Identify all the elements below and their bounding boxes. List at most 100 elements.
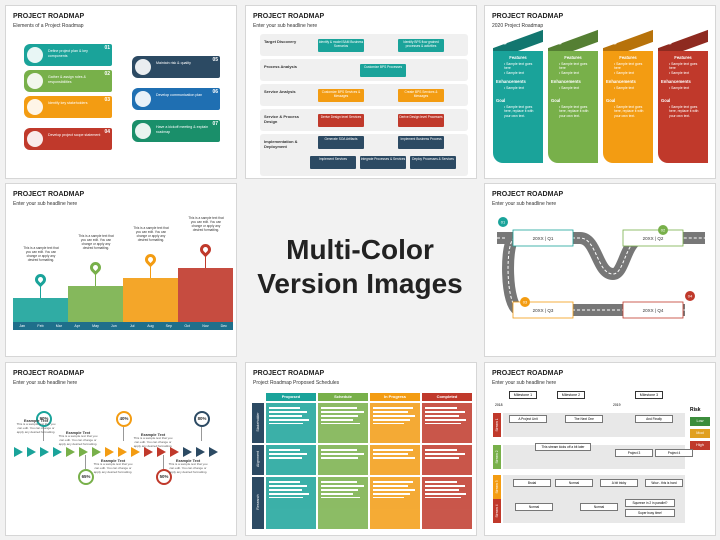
element-number: 07: [212, 121, 218, 127]
element-item: Define project plan & key components 01: [24, 44, 112, 66]
text-line-placeholder: [269, 449, 300, 451]
gantt-bar: Normal: [580, 503, 618, 511]
gantt-bar: A bit tricky: [600, 479, 638, 487]
milestone-label: Milestone 2: [557, 391, 585, 399]
column-header: Schedule: [318, 393, 368, 401]
step-note: This is a sample text that you can edit.…: [23, 246, 59, 262]
stream-label: Stream 3: [495, 480, 499, 494]
row-label: Process Analysis: [264, 64, 297, 69]
month-label: Sep: [165, 324, 172, 328]
features-bullet: • Sample text goes here: [559, 62, 588, 70]
chevron-icon: [79, 447, 88, 457]
slide-road-roadmap[interactable]: PROJECT ROADMAP Enter your sub headline …: [484, 183, 716, 357]
text-line-placeholder: [269, 407, 300, 409]
column-header: Completed: [422, 393, 472, 401]
slide-title: PROJECT ROADMAP: [253, 13, 325, 20]
slide-quarterly-roadmap[interactable]: PROJECT ROADMAP 2020 Project Roadmap Q1 …: [484, 5, 716, 179]
text-line-placeholder: [425, 453, 465, 455]
goal-label: Goal: [496, 98, 506, 103]
slide-subtitle: Enter your sub headline here: [492, 380, 557, 386]
text-line-placeholder: [321, 415, 359, 417]
table-cell: [266, 403, 316, 443]
gantt-bar: Normal: [555, 479, 593, 487]
slide-gantt-streams[interactable]: PROJECT ROADMAP Enter your sub headline …: [484, 362, 716, 536]
chevron-icon: [105, 447, 114, 457]
element-text: Identify key stakeholders: [48, 101, 88, 105]
gantt-bar: Project 3: [615, 449, 653, 457]
table-cell: [370, 403, 420, 443]
goal-text: • Sample text goes here, replace it with…: [614, 105, 644, 118]
element-text: Have a kickoff meeting & explain roadmap: [156, 125, 209, 134]
pin-number: 04: [688, 294, 693, 299]
slide-title: PROJECT ROADMAP: [13, 191, 85, 198]
milestone-label: Milestone 3: [635, 391, 663, 399]
chevron-icon: [209, 447, 218, 457]
features-bullet: • Sample text: [614, 71, 635, 75]
step-block: [123, 278, 178, 322]
risk-label: Risk: [690, 407, 701, 413]
text-line-placeholder: [321, 485, 365, 487]
text-line-placeholder: [269, 481, 300, 483]
features-label: Features: [674, 55, 692, 60]
text-line-placeholder: [425, 496, 461, 499]
chevron-icon: [144, 447, 153, 457]
text-line-placeholder: [373, 415, 416, 417]
percent-badge: 90%: [36, 411, 52, 427]
table-cell: [422, 445, 472, 475]
row-label: Alignment: [256, 451, 260, 467]
features-label: Features: [509, 55, 527, 60]
example-title: Example Text: [65, 431, 91, 435]
element-icon: [27, 131, 43, 147]
enhancements-bullet: • Sample text: [669, 86, 690, 90]
year-label: 2018: [495, 403, 503, 407]
table-cell: [318, 403, 368, 443]
quarter-column: Features• Sample text goes here• Sample …: [603, 51, 653, 163]
pin-line: [40, 285, 41, 298]
chevron-icon: [40, 447, 49, 457]
example-title: Example Text: [175, 459, 201, 463]
enhancements-label: Enhancements: [496, 79, 526, 84]
stream-header: [493, 445, 501, 469]
element-text: Define project plan & key components: [48, 49, 88, 58]
slide-percent-arrows[interactable]: PROJECT ROADMAP Enter your sub headline …: [5, 362, 237, 536]
connector-line: [43, 427, 44, 441]
text-line-placeholder: [269, 453, 308, 455]
stream-label: Stream 1: [495, 418, 499, 432]
step-note: This is a sample text that you can edit.…: [133, 226, 169, 242]
slide-elements-roadmap[interactable]: PROJECT ROADMAP Elements of a Project Ro…: [5, 5, 237, 179]
text-line-placeholder: [269, 485, 308, 487]
process-box: Create BPS Services & Messages: [398, 89, 444, 102]
chevron-icon: [27, 447, 36, 457]
element-icon: [135, 91, 151, 107]
percent-badge: 50%: [156, 469, 172, 485]
goal-text: • Sample text goes here, replace it with…: [504, 105, 534, 118]
text-line-placeholder: [269, 496, 304, 499]
example-text: This is a sample text that you can edit.…: [93, 462, 133, 474]
quarter-column: Features• Sample text goes here• Sample …: [548, 51, 598, 163]
pin-line: [205, 255, 206, 268]
percent-badge: 80%: [194, 411, 210, 427]
process-box: Identify & model BAM Business Scenarios: [318, 39, 364, 52]
quarter-column: Features• Sample text goes here• Sample …: [493, 51, 543, 163]
chevron-icon: [183, 447, 192, 457]
element-icon: [27, 99, 43, 115]
enhancements-label: Enhancements: [551, 79, 581, 84]
element-text: Gather & assign roles & responsibilities: [48, 75, 86, 84]
example-title: Example Text: [100, 459, 126, 463]
element-text: Maintain risk & quality: [156, 61, 191, 65]
text-line-placeholder: [321, 489, 359, 491]
gantt-bar: Squeeze in 2 in parallel?: [625, 499, 675, 507]
text-line-placeholder: [425, 481, 458, 483]
element-number: 01: [104, 45, 110, 51]
slide-monthly-steps[interactable]: PROJECT ROADMAP Enter your sub headline …: [5, 183, 237, 357]
stream-header: [493, 475, 501, 499]
row-label: Service Analysis: [264, 89, 296, 94]
text-line-placeholder: [373, 449, 414, 451]
slide-schedule-table[interactable]: PROJECT ROADMAP Project Roadmap Proposed…: [245, 362, 477, 536]
slide-process-flow[interactable]: PROJECT ROADMAP Enter your sub headline …: [245, 5, 477, 179]
